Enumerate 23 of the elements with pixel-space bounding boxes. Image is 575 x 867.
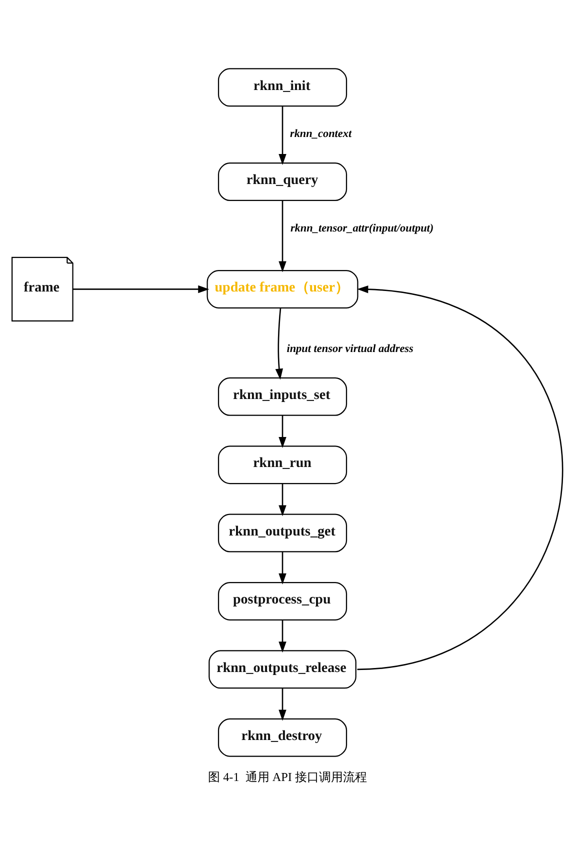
arrow (278, 414, 286, 448)
edge-label: input tensor virtual address (286, 342, 414, 354)
arrow (357, 284, 563, 670)
edge-label: rknn_context (290, 128, 352, 140)
node-box: update frame（user） (206, 269, 358, 308)
node-box: rknn_destroy (218, 718, 348, 756)
node-box: rknn_inputs_set (218, 376, 348, 416)
arrow (278, 483, 286, 516)
edge-label: rknn_tensor_attr(input/output) (290, 222, 434, 234)
arrow (275, 308, 284, 380)
node-box: rknn_outputs_get (218, 513, 348, 552)
node-box: rknn_query (218, 162, 348, 201)
node-box: rknn_init (218, 68, 348, 106)
arrow (278, 551, 286, 584)
arrow (278, 200, 286, 272)
arrow (278, 619, 286, 652)
node-box: rknn_run (218, 445, 348, 484)
node-box: rknn_outputs_release (208, 650, 356, 688)
arrow (278, 106, 286, 165)
node-box: postprocess_cpu (218, 581, 348, 620)
caption: 图 4-1 通用 API 接口调用流程 (208, 769, 367, 784)
arrow (278, 688, 286, 720)
arrow (72, 284, 210, 293)
